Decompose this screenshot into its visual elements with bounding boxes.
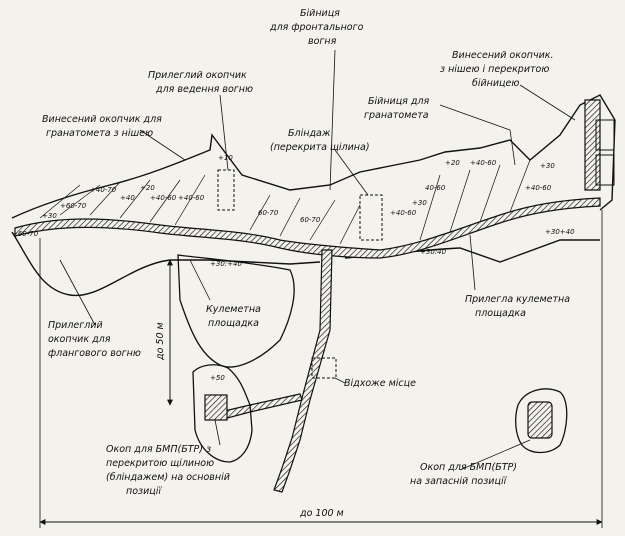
sector-label: +40: [120, 194, 135, 202]
main-trench: [14, 197, 601, 259]
shelter-label: Відхоже місце: [344, 378, 416, 389]
sector-label: +40-60: [390, 209, 417, 217]
sector-label: +40-60: [150, 194, 177, 202]
mg-platform-2: площадка: [208, 318, 259, 329]
sector-label: +30:+40: [210, 260, 242, 268]
adjacent-mg-2: площадка: [475, 308, 526, 319]
sector-label: +30: [540, 162, 555, 170]
remote-trench-top-1: Винесений окопчик.: [452, 50, 554, 61]
fronts-fire-title-3: вогня: [308, 36, 337, 47]
adjacent-trench-2: для ведення вогню: [155, 84, 253, 95]
sector-label: 60-70: [300, 216, 321, 224]
flank-trench-1: Прилеглий: [48, 320, 103, 331]
communication-trench: [273, 249, 333, 493]
sector-label: 40-60: [425, 184, 446, 192]
sector-label: +40-60: [525, 184, 552, 192]
mg-platform-loop: [177, 254, 295, 368]
sector-label: +50: [210, 374, 225, 382]
sector-label: +40-70: [90, 186, 117, 194]
sector-label: +30:40: [420, 248, 447, 256]
shelter-box: [311, 357, 337, 379]
sector-label: +40-60: [470, 159, 497, 167]
grenade-remote-1: Винесений окопчик для: [42, 114, 162, 125]
bmp-main-trench: [204, 394, 228, 421]
sector-label: +10: [218, 154, 233, 162]
bmp-reserve-outline: [515, 388, 568, 454]
fronts-fire-title-2: для фронтального: [269, 22, 364, 33]
remote-trench-top-2: з нішею і перекритою: [440, 64, 549, 75]
bmp-reserve-trench: [527, 401, 553, 439]
bmp-main-area: [192, 364, 253, 463]
sector-label: +30+40: [545, 228, 575, 236]
adjacent-trench-1: Прилеглий окопчик: [148, 70, 247, 81]
flank-trench-2: окопчик для: [48, 334, 111, 345]
remote-trench-top-3: бійницею: [472, 78, 519, 89]
sector-fans: [39, 159, 531, 245]
sector-label: +60-70: [60, 202, 87, 210]
sector-label: +20: [140, 184, 155, 192]
sector-label: +40-60: [178, 194, 205, 202]
bmp-main-1: Окоп для БМП(БТР) з: [106, 444, 211, 455]
right-box-2: [595, 154, 615, 186]
branch-to-bmp: [219, 393, 303, 421]
sector-label: +20: [445, 159, 460, 167]
sector-label: 60-70: [258, 209, 279, 217]
sector-label: +30: [412, 199, 427, 207]
fronts-fire-title-1: Бійниця: [300, 8, 340, 19]
dugout-box: [359, 194, 383, 241]
bmp-reserve-2: на запасній позиції: [410, 476, 508, 487]
mg-platform-1: Кулеметна: [206, 304, 261, 315]
dist-100-label: до 100 м: [299, 508, 344, 519]
leader-lines: [59, 49, 576, 471]
terrain-outline: [11, 94, 616, 219]
dugout-1: Бліндаж: [288, 128, 331, 139]
flank-trench-3: флангового вогню: [48, 348, 141, 359]
right-fort: [584, 99, 601, 191]
dugout-2: (перекрита щілина): [270, 142, 370, 153]
right-box-1: [595, 119, 615, 151]
adjacent-mg-1: Прилегла кулеметна: [465, 294, 570, 305]
grenade-loophole-1: Бійниця для: [368, 96, 430, 107]
dist-50-label: до 50 м: [155, 322, 166, 361]
sector-label: +30: [42, 212, 57, 220]
bmp-main-4: позиції: [126, 486, 162, 497]
sector-label: +60-70: [12, 230, 39, 238]
grenade-remote-2: гранатомета з нішею: [46, 128, 153, 139]
adjacent-trench-box: [217, 169, 235, 211]
bmp-main-3: (бліндажем) на основній: [106, 472, 230, 483]
bmp-reserve-1: Окоп для БМП(БТР): [420, 462, 517, 473]
bmp-main-2: перекритою щілиною: [106, 458, 214, 469]
grenade-loophole-2: гранатомета: [364, 110, 429, 121]
